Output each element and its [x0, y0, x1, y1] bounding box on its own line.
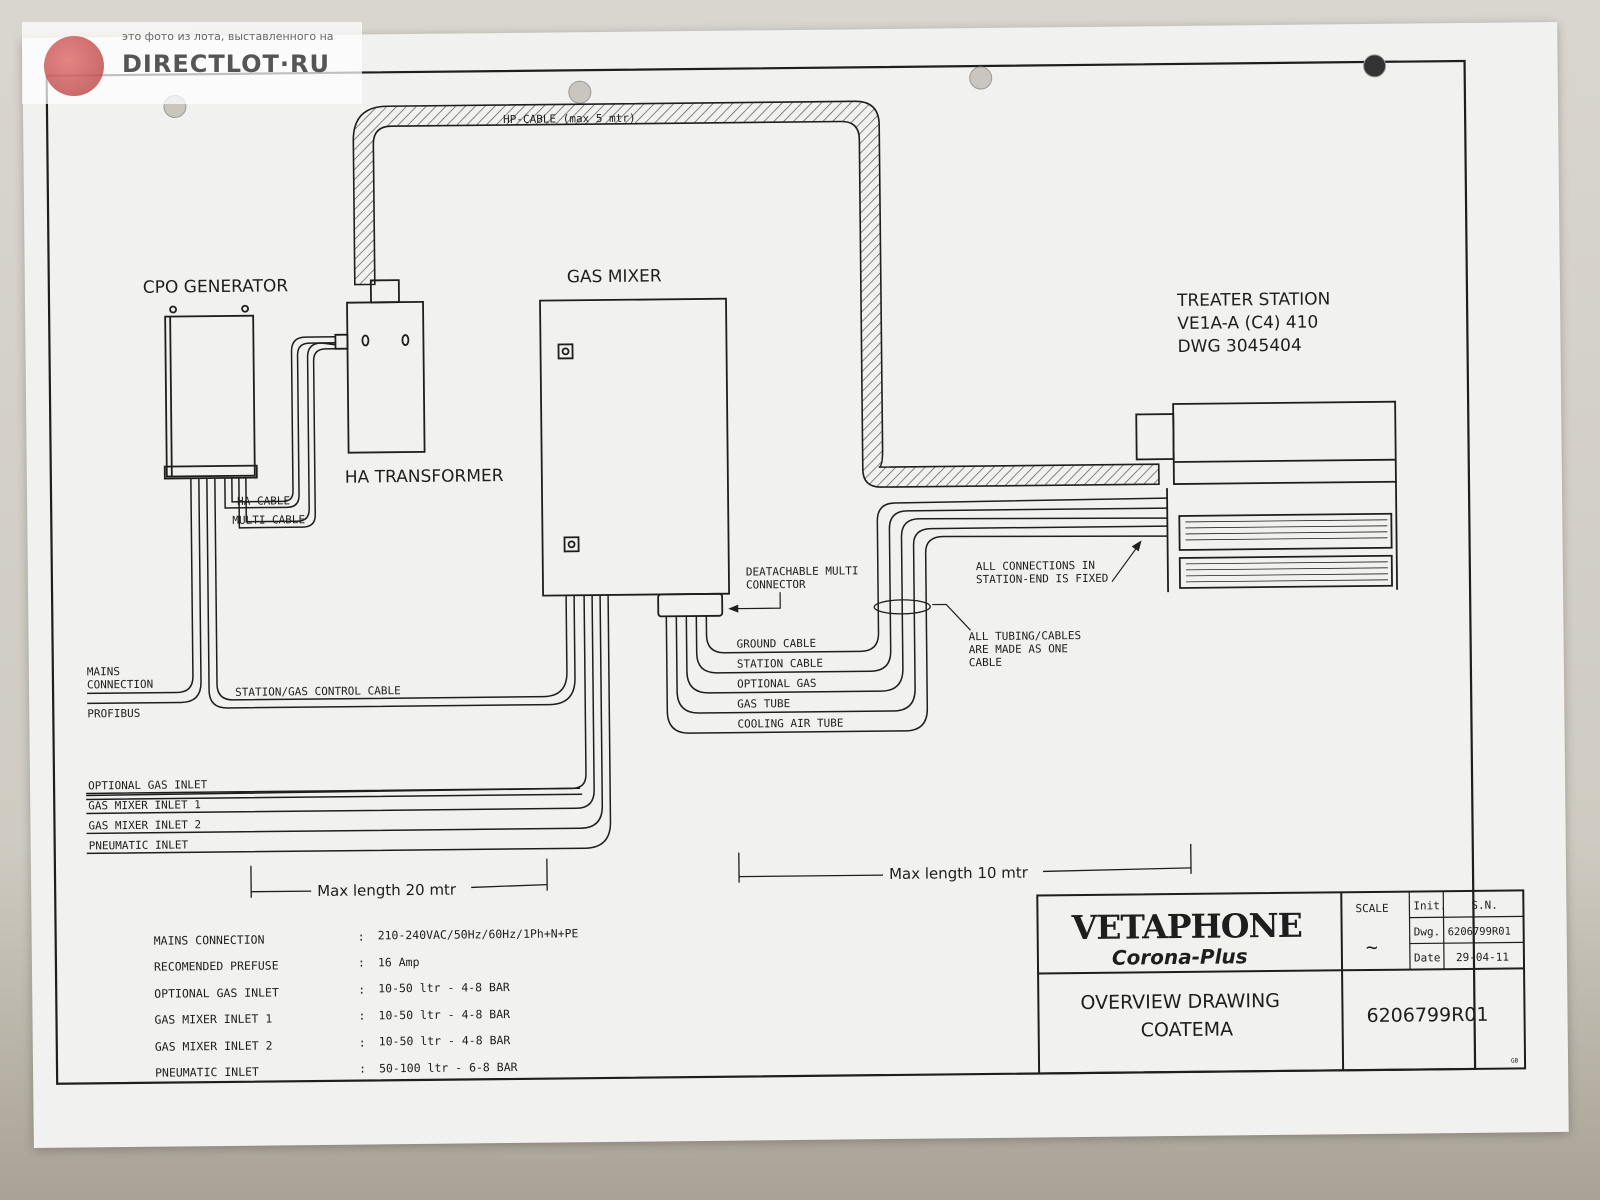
fixed-note-line2: STATION-END IS FIXED — [976, 572, 1109, 586]
spec-sep: : — [359, 1036, 366, 1050]
initials: GB — [1511, 1057, 1519, 1064]
dwg-value: 6206799R01 — [1448, 926, 1511, 939]
spec-value: 10-50 ltr - 4-8 BAR — [378, 1007, 510, 1022]
drawing-number: 6206799R01 — [1366, 1004, 1488, 1027]
output-gas-tube: GAS TUBE — [737, 697, 790, 711]
connector-note-line2: CONNECTOR — [746, 578, 806, 592]
ha-cable-label: HA CABLE — [237, 494, 290, 508]
one-cable-ellipse — [873, 599, 931, 615]
treater-rollers — [1185, 519, 1388, 583]
dimension-right — [738, 843, 1192, 883]
watermark-brand: DIRECTLOT·RU — [122, 50, 331, 78]
spec-value: 16 Amp — [378, 955, 420, 969]
spec-sep: : — [359, 1062, 366, 1076]
title-line1: OVERVIEW DRAWING — [1080, 990, 1280, 1014]
brand-logo: VETAPHONE — [1070, 906, 1302, 947]
multi-cable-label: MULTI CABLE — [232, 513, 305, 527]
profibus-label: PROFIBUS — [87, 707, 140, 721]
spec-sep: : — [358, 983, 365, 997]
connector-arrow — [730, 592, 781, 610]
ha-transformer — [334, 279, 426, 454]
spec-label: GAS MIXER INLET 2 — [155, 1039, 273, 1054]
mains-connection-line1: MAINS — [87, 665, 120, 678]
one-cable-leader — [932, 603, 971, 631]
spec-label: OPTIONAL GAS INLET — [154, 985, 279, 1000]
output-ground-cable: GROUND CABLE — [737, 637, 817, 651]
connector-note-line1: DEATACHABLE MULTI — [746, 564, 859, 578]
spec-value: 10-50 ltr - 4-8 BAR — [379, 1033, 511, 1048]
treater-station-line1: TREATER STATION — [1176, 289, 1330, 311]
cpo-generator — [163, 304, 258, 480]
output-cooling-air-tube: COOLING AIR TUBE — [737, 717, 843, 731]
treater-station-line2: VE1A-A (C4) 410 — [1177, 313, 1318, 334]
connector-arrowhead — [728, 604, 739, 613]
output-station-cable: STATION CABLE — [737, 657, 823, 671]
cpo-generator-label: CPO GENERATOR — [143, 276, 289, 298]
gas-mixer-label: GAS MIXER — [567, 266, 662, 287]
hp-cable-label: HP-CABLE (max 5 mtr) — [503, 112, 636, 126]
init-label: Init. — [1413, 899, 1446, 912]
mains-connection-line2: CONNECTION — [87, 678, 153, 692]
date-label: Date — [1414, 951, 1441, 964]
date-value: 29-04-11 — [1456, 951, 1509, 965]
max-length-right: Max length 10 mtr — [889, 864, 1029, 883]
one-cable-note-line1: ALL TUBING/CABLES — [968, 629, 1081, 643]
specs-table: MAINS CONNECTION : 210-240VAC/50Hz/60Hz/… — [154, 926, 579, 1080]
spec-sep: : — [358, 956, 365, 970]
control-cables — [87, 478, 576, 709]
spec-value: 50-100 ltr - 6-8 BAR — [379, 1060, 518, 1075]
ha-multi-cables — [224, 336, 336, 529]
inlet-gas-mixer-2: GAS MIXER INLET 2 — [88, 818, 201, 832]
watermark-caption: это фото из лота, выставленного на — [122, 30, 334, 43]
one-cable-note-line2: ARE MADE AS ONE — [969, 642, 1068, 656]
dimension-left — [250, 858, 548, 898]
gas-mixer — [539, 297, 730, 618]
drawing-border — [45, 59, 1477, 1085]
schematic-drawing: HP-CABLE (max 5 mtr) CPO GENERATOR HA TR… — [45, 54, 1527, 1085]
ha-transformer-label: HA TRANSFORMER — [345, 466, 504, 488]
inlet-gas-mixer-1: GAS MIXER INLET 1 — [88, 798, 201, 812]
watermark: это фото из лота, выставленного на DIREC… — [22, 22, 362, 104]
inlet-optional-gas: OPTIONAL GAS INLET — [88, 778, 208, 792]
spec-label: MAINS CONNECTION — [154, 933, 265, 948]
hp-cable-duct — [352, 100, 1160, 488]
inlet-pneumatic: PNEUMATIC INLET — [89, 838, 189, 852]
inlet-lines — [86, 594, 612, 855]
title-line2: COATEMA — [1141, 1018, 1234, 1041]
spec-label: GAS MIXER INLET 1 — [154, 1012, 272, 1027]
one-cable-note-line3: CABLE — [969, 656, 1002, 669]
fixed-leader — [1111, 546, 1139, 583]
output-lines — [665, 497, 1168, 734]
drawing-sheet: HP-CABLE (max 5 mtr) CPO GENERATOR HA TR… — [22, 21, 1569, 1149]
title-block — [1036, 889, 1527, 1075]
scale-label: SCALE — [1355, 902, 1388, 915]
squirrel-logo-icon — [44, 36, 104, 96]
max-length-left: Max length 20 mtr — [317, 881, 457, 900]
spec-value: 210-240VAC/50Hz/60Hz/1Ph+N+PE — [378, 926, 579, 942]
spec-sep: : — [358, 1009, 365, 1023]
output-optional-gas: OPTIONAL GAS — [737, 677, 817, 691]
sn-label: S.N. — [1471, 899, 1498, 912]
dwg-label: Dwg. — [1414, 925, 1441, 938]
brand-sub-logo: Corona-Plus — [1112, 944, 1248, 969]
fixed-arrowhead — [1131, 540, 1142, 552]
spec-value: 10-50 ltr - 4-8 BAR — [378, 980, 510, 995]
spec-label: PNEUMATIC INLET — [155, 1065, 259, 1080]
spec-label: RECOMENDED PREFUSE — [154, 958, 279, 973]
spec-sep: : — [358, 930, 365, 944]
scale-value: ~ — [1366, 935, 1378, 959]
station-gas-control-label: STATION/GAS CONTROL CABLE — [235, 684, 401, 699]
treater-station — [1135, 400, 1398, 593]
fixed-note-line1: ALL CONNECTIONS IN — [976, 559, 1095, 573]
treater-station-line3: DWG 3045404 — [1177, 336, 1301, 357]
